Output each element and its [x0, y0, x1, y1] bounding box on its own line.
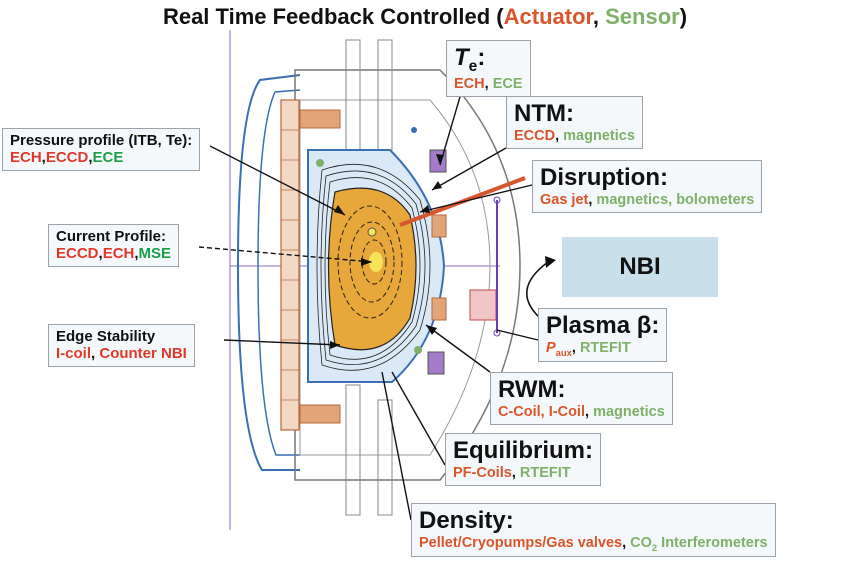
rwm-sensor-magnetics: magnetics [593, 403, 665, 420]
plasma-beta-box: Plasma β: Paux, RTEFIT [538, 308, 668, 362]
plasma-contours [337, 205, 403, 319]
pressure-profile-title: Pressure profile (ITB, Te): [10, 132, 193, 149]
pressure-profile-box: Pressure profile (ITB, Te): ECH,ECCD,ECE [2, 128, 201, 172]
feedback-curved-arrow [525, 261, 549, 319]
current-actuator-ech: ECH [102, 245, 135, 263]
density-actuators: Pellet/Cryopumps/Gas valves [419, 534, 623, 551]
flux-surfaces [316, 163, 431, 371]
edge-actuator-counter-nbi: Counter NBI [99, 345, 187, 363]
ntm-actuator-eccd: ECCD [514, 127, 556, 144]
sensor-dot-yellow [367, 227, 377, 237]
page-title: Real Time Feedback Controlled (Actuator,… [162, 4, 688, 29]
plasma-beta-title: Plasma β: [546, 312, 660, 339]
te-sensor-ece: ECE [492, 75, 523, 92]
arrowheads [330, 154, 444, 349]
ntm-sensor-magnetics: magnetics [563, 127, 635, 144]
midplane-port [469, 289, 497, 321]
ntm-box: NTM: ECCD, magnetics [506, 96, 643, 149]
disruption-actuator-gas-jet: Gas jet [540, 191, 589, 208]
callout-lines [198, 89, 539, 521]
i-coil-top [493, 196, 501, 204]
equilibrium-box: Equilibrium: PF-Coils, RTEFIT [445, 433, 601, 486]
disruption-box: Disruption: Gas jet, magnetics, bolomete… [532, 160, 763, 213]
rwm-actuators: C-Coil, I-Coil [498, 403, 585, 420]
outer-coil-mid [431, 214, 447, 238]
disruption-sensors: magnetics, bolometers [596, 191, 755, 208]
density-sensor-interferometers: CO2 Interferometers [630, 534, 768, 553]
outer-vessel-inner [257, 89, 301, 456]
disruption-title: Disruption: [540, 164, 668, 191]
outer-coil-low [431, 297, 447, 321]
pressure-actuator-eccd: ECCD [45, 149, 89, 167]
lower-vertical-port [345, 384, 361, 516]
pressure-actuator-ech: ECH [10, 149, 42, 167]
ntm-title: NTM: [514, 100, 574, 127]
rwm-box: RWM: C-Coil, I-Coil, magnetics [490, 372, 673, 425]
beta-sensor-rtefit: RTEFIT [579, 339, 631, 356]
upper-vertical-port-2 [377, 39, 393, 151]
nbi-box: NBI [562, 237, 718, 297]
magnetic-axis [369, 252, 383, 272]
outer-coil-bottom [427, 351, 445, 375]
edge-actuator-icoil: I-coil [56, 345, 92, 363]
rwm-title: RWM: [498, 376, 566, 403]
lower-vertical-port-2 [377, 399, 393, 516]
current-profile-title: Current Profile: [56, 228, 167, 245]
sensor-dot-green-2 [414, 346, 422, 354]
sensor-dot-green [316, 159, 324, 167]
sensor-dot-blue [411, 127, 417, 133]
ohmic-coil-stack [280, 99, 300, 431]
equilibrium-sensor-rtefit: RTEFIT [519, 464, 571, 481]
current-profile-box: Current Profile: ECCD,ECH,MSE [48, 224, 180, 268]
edge-stability-title: Edge Stability [56, 328, 156, 345]
lower-coil-block [299, 404, 341, 424]
upper-coil-block [299, 109, 341, 129]
te-actuator-ech: ECH [454, 75, 485, 92]
edge-stability-box: Edge Stability I-coil, Counter NBI [48, 324, 195, 368]
equilibrium-title: Equilibrium: [453, 437, 593, 464]
te-box: Te: ECH, ECE [446, 40, 531, 98]
te-title: Te: [454, 44, 486, 75]
density-title: Density: [419, 507, 514, 534]
density-box: Density: Pellet/Cryopumps/Gas valves, CO… [411, 503, 776, 557]
equilibrium-actuator-pf-coils: PF-Coils [453, 464, 512, 481]
pressure-sensor-ece: ECE [92, 149, 124, 167]
beta-actuator-paux: Paux [546, 339, 572, 358]
outer-vessel [236, 74, 301, 471]
feedback-arrowhead [545, 256, 556, 268]
current-actuator-eccd: ECCD [56, 245, 99, 263]
vacuum-vessel-inner [299, 99, 491, 456]
current-sensor-mse: MSE [138, 245, 172, 263]
coil-segments [281, 129, 299, 401]
